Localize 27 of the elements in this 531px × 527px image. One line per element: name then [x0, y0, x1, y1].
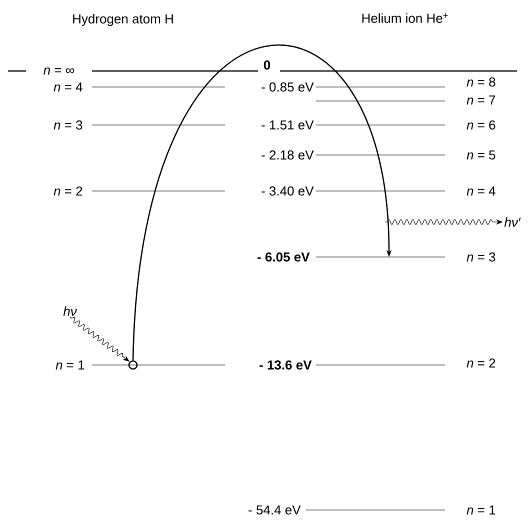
column-title: Helium ion He$^{+}$: [362, 13, 448, 23]
level-label: n = 4: [466, 186, 496, 196]
photon-label: hν′: [504, 217, 521, 227]
level-label: n = 6: [466, 120, 496, 130]
energy-value: - 0.85 eV: [262, 82, 314, 92]
energy-value: - 3.40 eV: [262, 186, 314, 196]
electron-circle: [128, 360, 138, 370]
level-label: n = ∞: [44, 68, 74, 74]
level-label: n = 3: [466, 252, 496, 262]
level-label: n = 2: [466, 358, 496, 368]
level-label: n = 5: [466, 150, 496, 160]
photon-label: hν: [63, 306, 77, 316]
energy-value: - 2.18 eV: [262, 150, 314, 160]
level-label: n = 1: [466, 506, 496, 514]
column-title: Hydrogen atom H: [73, 14, 173, 26]
energy-value: - 6.05 eV: [258, 252, 310, 262]
level-label: n = 8: [466, 77, 496, 87]
energy-value: - 54.4 eV: [248, 505, 301, 515]
level-label: n = 4: [54, 82, 82, 92]
energy-value: - 1.51 eV: [262, 120, 314, 130]
transition-arrow: [132, 46, 392, 360]
energy-value: 0: [264, 60, 270, 70]
level-label: n = 3: [54, 120, 82, 130]
level-label: n = 2: [54, 186, 82, 196]
level-label: n = 7: [466, 96, 496, 104]
energy-value: - 13.6 eV: [260, 360, 312, 370]
level-label: n = 1: [56, 360, 84, 370]
